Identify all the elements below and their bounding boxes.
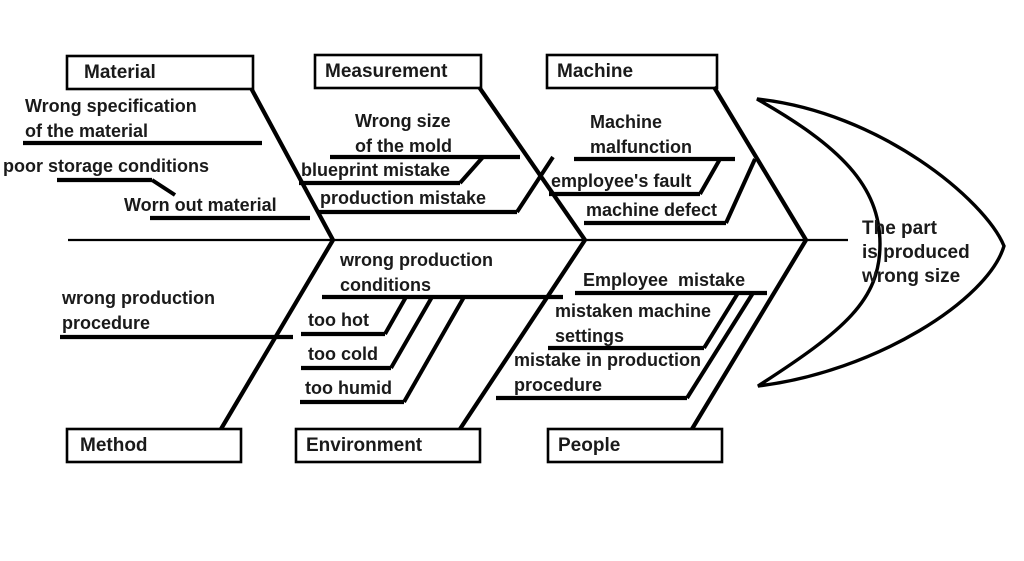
category-box-measurement[interactable]: Measurement [313, 53, 483, 90]
twig-mistake-production-connector [685, 291, 755, 400]
cause-group-machine: Machine malfunction employee's fault mac… [549, 112, 757, 226]
cause-employee-mistake-line1: Employee mistake [583, 270, 745, 290]
rib-method [219, 238, 335, 431]
cause-machine-defect-line1: machine defect [586, 200, 717, 220]
cause-mistaken-machine-settings-line1: mistaken machine [555, 301, 711, 321]
cause-worn-out-material-line1: Worn out material [124, 195, 277, 215]
effect-head-group: The part is produced wrong size [756, 97, 1006, 388]
material-box-rect [65, 54, 255, 91]
cause-too-humid-line1: too humid [305, 378, 392, 398]
twig-blueprint-connector [458, 155, 485, 185]
environment-box-rect [294, 427, 482, 464]
method-box-label: Method [80, 435, 148, 456]
cause-mistake-in-production-procedure-line1: mistake in production [514, 350, 701, 370]
cause-machine-malfunction-line1: Machine [590, 112, 662, 132]
cause-employees-fault-line1: employee's fault [551, 171, 691, 191]
cause-wrong-production-conditions-line2: conditions [340, 275, 431, 295]
cause-mistake-in-production-procedure-line2: procedure [514, 375, 602, 395]
machine-box-rect [545, 53, 719, 90]
cause-wrong-size-line2: of the mold [355, 136, 452, 156]
effect-text-line3: wrong size [861, 266, 960, 287]
cause-blueprint-mistake-line1: blueprint mistake [301, 160, 450, 180]
cause-production-mistake-line1: production mistake [320, 188, 486, 208]
cause-poor-storage-conditions-line1: poor storage conditions [3, 156, 209, 176]
environment-box-label: Environment [306, 435, 423, 456]
twig-mistaken-machine-connector [702, 291, 740, 350]
people-box-label: People [558, 435, 620, 456]
cause-wrong-production-procedure-line2: procedure [62, 313, 150, 333]
cause-group-measurement: Wrong size of the mold blueprint mistake… [299, 111, 555, 215]
effect-text-line1: The part [862, 218, 938, 239]
machine-box-label: Machine [557, 61, 633, 82]
method-box-rect [65, 427, 243, 464]
people-box-rect [546, 427, 724, 464]
cause-machine-malfunction-line2: malfunction [590, 137, 692, 157]
twig-too-hot-connector [383, 296, 408, 335]
cause-group-method: wrong production procedure [60, 288, 293, 340]
cause-wrong-specification-line2: of the material [25, 121, 148, 141]
cause-wrong-specification-line1: Wrong specification [25, 96, 197, 116]
effect-text-line2: is produced [862, 242, 970, 263]
twig-machine-defect-connector [724, 158, 757, 224]
category-box-people[interactable]: People [546, 427, 724, 464]
rib-people [690, 238, 808, 431]
cause-wrong-size-line1: Wrong size [355, 111, 451, 131]
category-box-environment[interactable]: Environment [294, 427, 482, 464]
cause-group-environment: wrong production conditions too hot too … [300, 250, 563, 405]
category-box-method[interactable]: Method [65, 427, 243, 464]
twig-employees-fault-connector [698, 158, 722, 195]
measurement-box-label: Measurement [325, 61, 448, 82]
twig-production-connector [515, 155, 555, 214]
twig-too-cold-connector [389, 295, 434, 370]
cause-group-material: Wrong specification of the material poor… [3, 96, 310, 221]
cause-wrong-production-conditions-line1: wrong production [339, 250, 493, 270]
twig-poor-storage-connector [150, 178, 177, 197]
cause-too-cold-line1: too cold [308, 344, 378, 364]
rib-environment [458, 238, 587, 431]
effect-head-crescent-shape [756, 97, 1006, 388]
cause-mistaken-machine-settings-line2: settings [555, 326, 624, 346]
cause-too-hot-line1: too hot [308, 310, 369, 330]
cause-group-people: Employee mistake mistaken machine settin… [496, 270, 767, 401]
rib-material [249, 87, 335, 241]
category-box-machine[interactable]: Machine [545, 53, 719, 90]
cause-wrong-production-procedure-line1: wrong production [61, 288, 215, 308]
category-box-material[interactable]: Material [65, 54, 255, 91]
rib-machine [712, 85, 808, 242]
measurement-box-rect [313, 53, 483, 90]
rib-measurement [477, 85, 587, 242]
material-box-label: Material [84, 62, 156, 83]
twig-too-humid-connector [402, 296, 466, 403]
